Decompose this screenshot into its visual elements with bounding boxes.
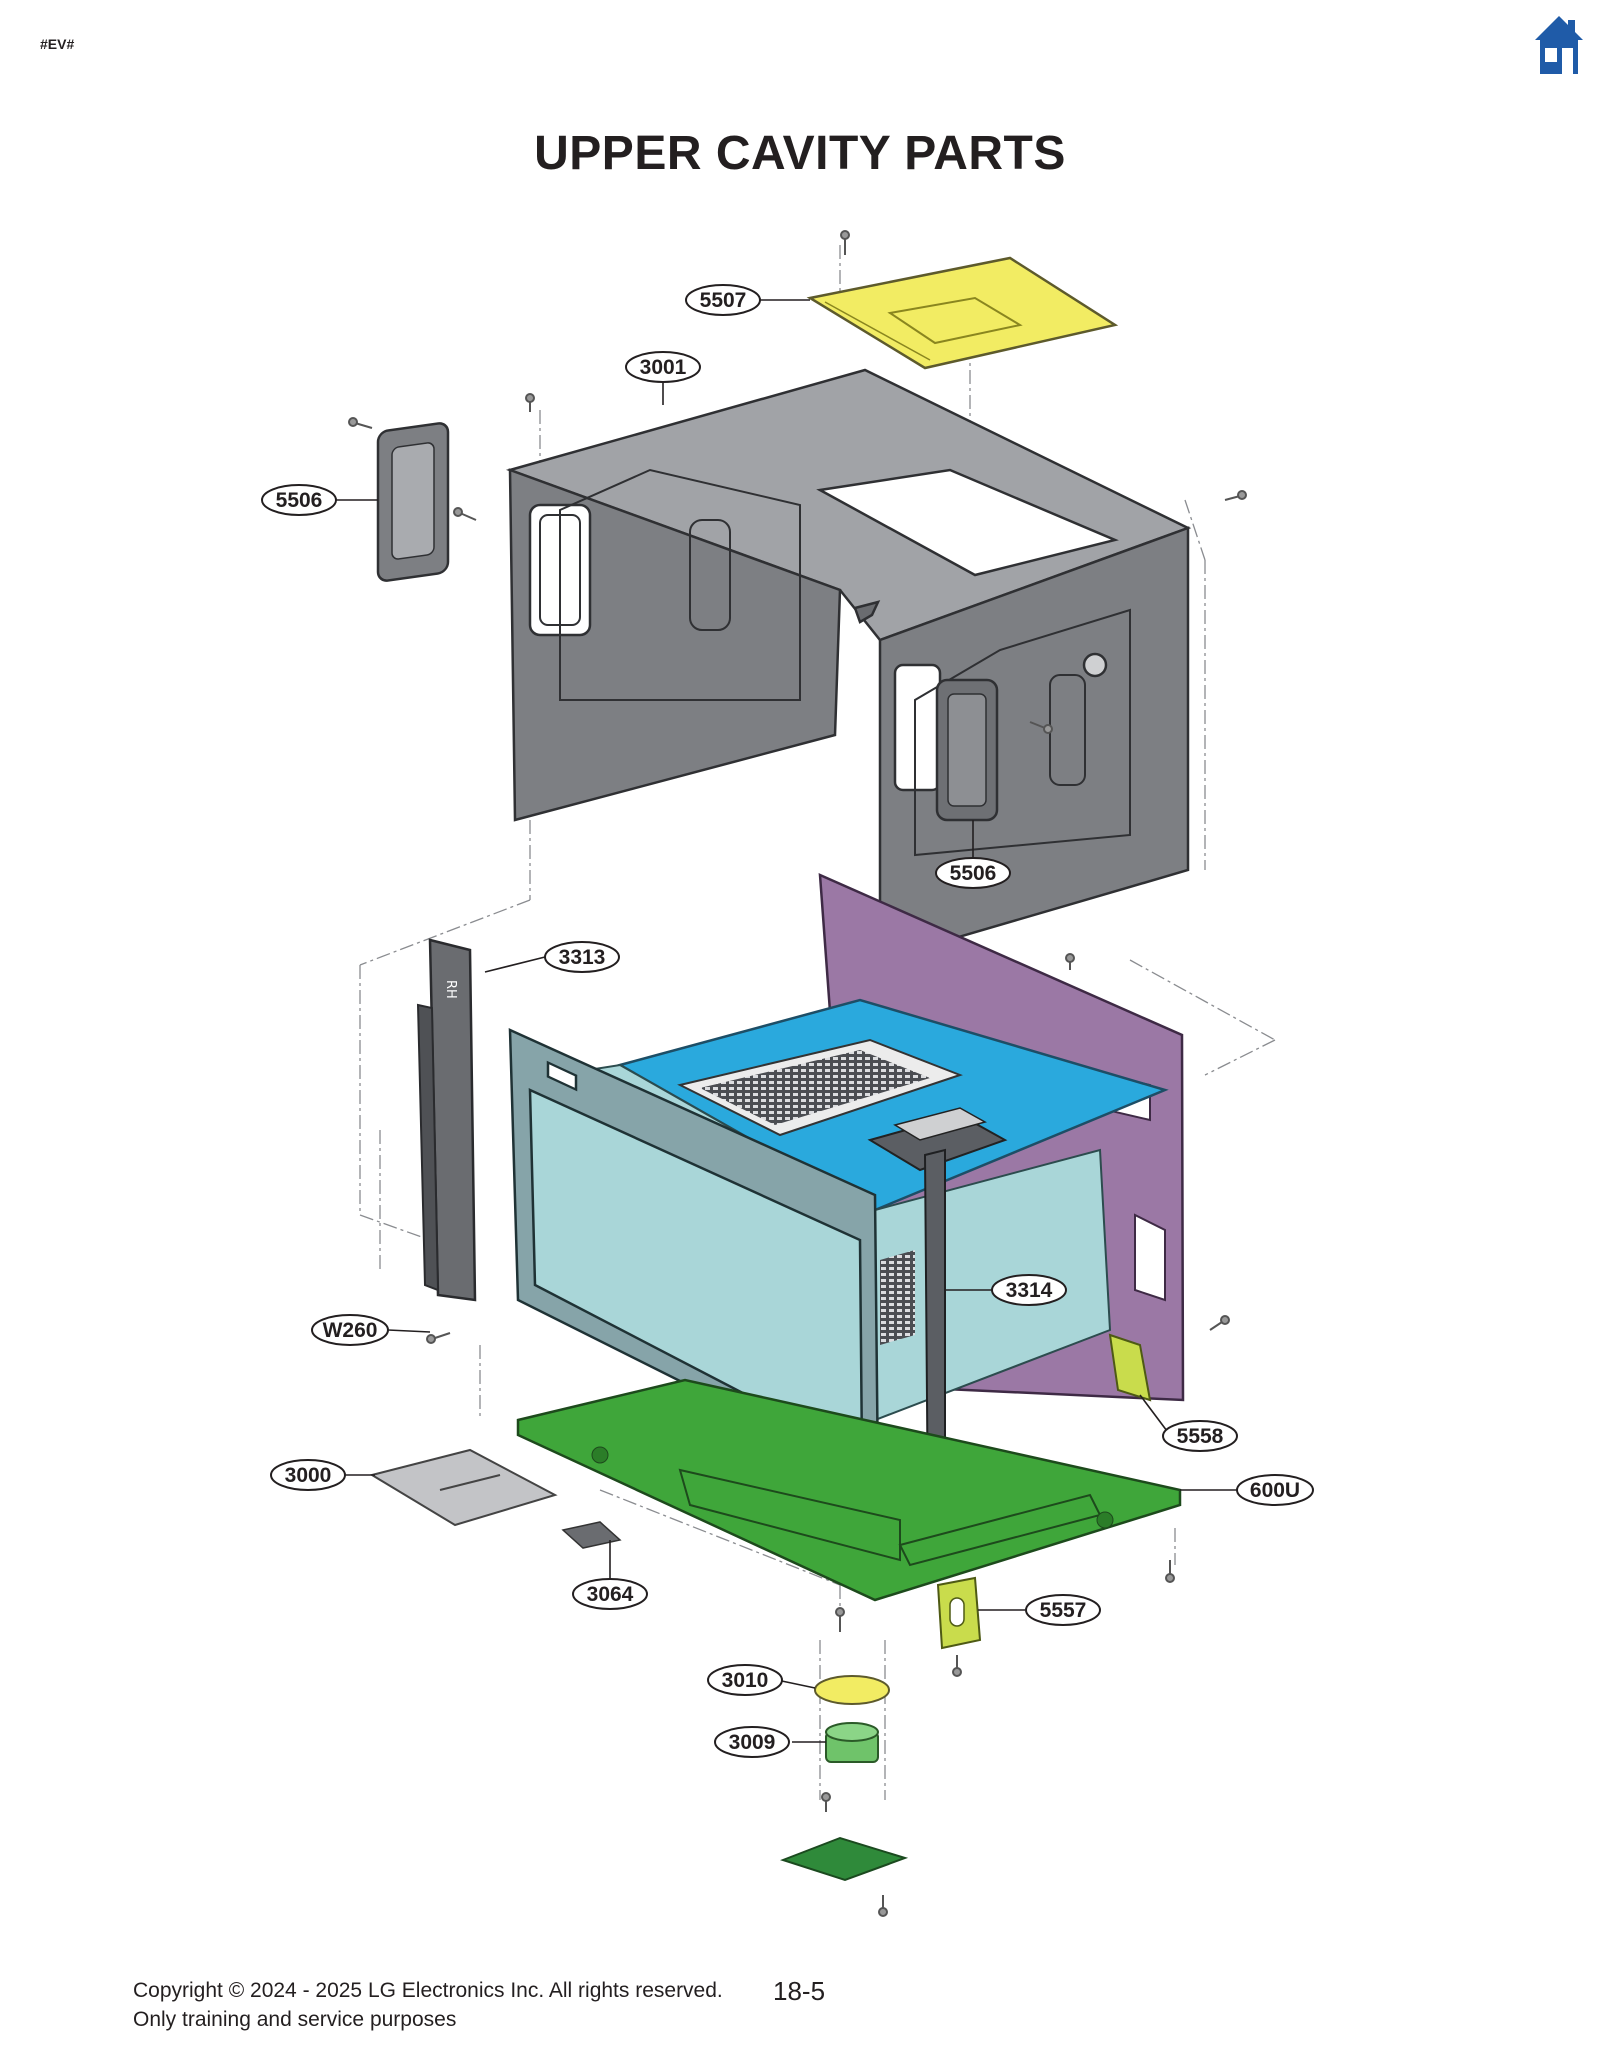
callout-5507: 5507 (685, 284, 761, 316)
callout-600U: 600U (1236, 1474, 1314, 1506)
page-number: 18-5 (773, 1976, 826, 2006)
top-cover-5507 (806, 256, 1119, 370)
page-title: UPPER CAVITY PARTS (534, 127, 1066, 180)
coupler-3010 (814, 1675, 890, 1705)
cavity-shell-3001 (505, 368, 1192, 962)
svg-text:RH: RH (443, 980, 458, 999)
callout-W260: W260 (311, 1314, 389, 1346)
footer-copyright: Copyright © 2024 - 2025 LG Electronics I… (133, 1976, 723, 2034)
bracket-5558 (1108, 1333, 1152, 1402)
callout-3009: 3009 (714, 1726, 790, 1758)
copyright-text: Copyright © 2024 - 2025 LG Electronics I… (133, 1979, 723, 2002)
callout-3000: 3000 (270, 1459, 346, 1491)
callout-5558: 5558 (1162, 1420, 1238, 1452)
plate-3000 (369, 1448, 558, 1527)
base-plate-600U (516, 1378, 1182, 1602)
callout-5506: 5506 (261, 484, 337, 516)
svg-text:5557: 5557 (1040, 1599, 1087, 1622)
cover-bottom-green (780, 1836, 909, 1882)
svg-text:600U: 600U (1250, 1479, 1300, 1502)
usage-note: Only training and service purposes (133, 2008, 457, 2031)
svg-text:3001: 3001 (640, 356, 687, 379)
screw (348, 393, 1247, 734)
svg-text:5507: 5507 (700, 289, 747, 312)
cavity-top-blue (616, 998, 1169, 1212)
callout-3010: 3010 (707, 1664, 783, 1696)
svg-text:3010: 3010 (722, 1669, 769, 1692)
svg-text:3000: 3000 (285, 1464, 332, 1487)
svg-text:3064: 3064 (587, 1583, 634, 1606)
callout-leader-lines (333, 299, 1237, 1743)
callout-5506: 5506 (935, 857, 1011, 889)
bracket-5557 (936, 1576, 982, 1650)
callout-3064: 3064 (572, 1578, 648, 1610)
callout-3313: 3313 (544, 941, 620, 973)
svg-text:5506: 5506 (276, 489, 323, 512)
svg-text:3009: 3009 (729, 1731, 776, 1754)
motor-3009 (825, 1722, 879, 1763)
side-wall-3313: RH (416, 938, 477, 1302)
svg-text:5506: 5506 (950, 862, 997, 885)
callout-3314: 3314 (991, 1274, 1067, 1306)
svg-text:3313: 3313 (559, 946, 606, 969)
gasket-5506-left (376, 422, 450, 582)
svg-text:5558: 5558 (1177, 1425, 1224, 1448)
cover-3064 (561, 1521, 622, 1549)
callout-3001: 3001 (625, 351, 701, 383)
document-tag: #EV# (40, 36, 75, 52)
callout-5557: 5557 (1025, 1594, 1101, 1626)
gasket-5506-right (935, 678, 999, 822)
home-icon[interactable] (1533, 14, 1585, 76)
screw (840, 230, 850, 255)
svg-text:W260: W260 (323, 1319, 378, 1342)
svg-text:3314: 3314 (1006, 1279, 1053, 1302)
screw (426, 953, 1230, 1917)
